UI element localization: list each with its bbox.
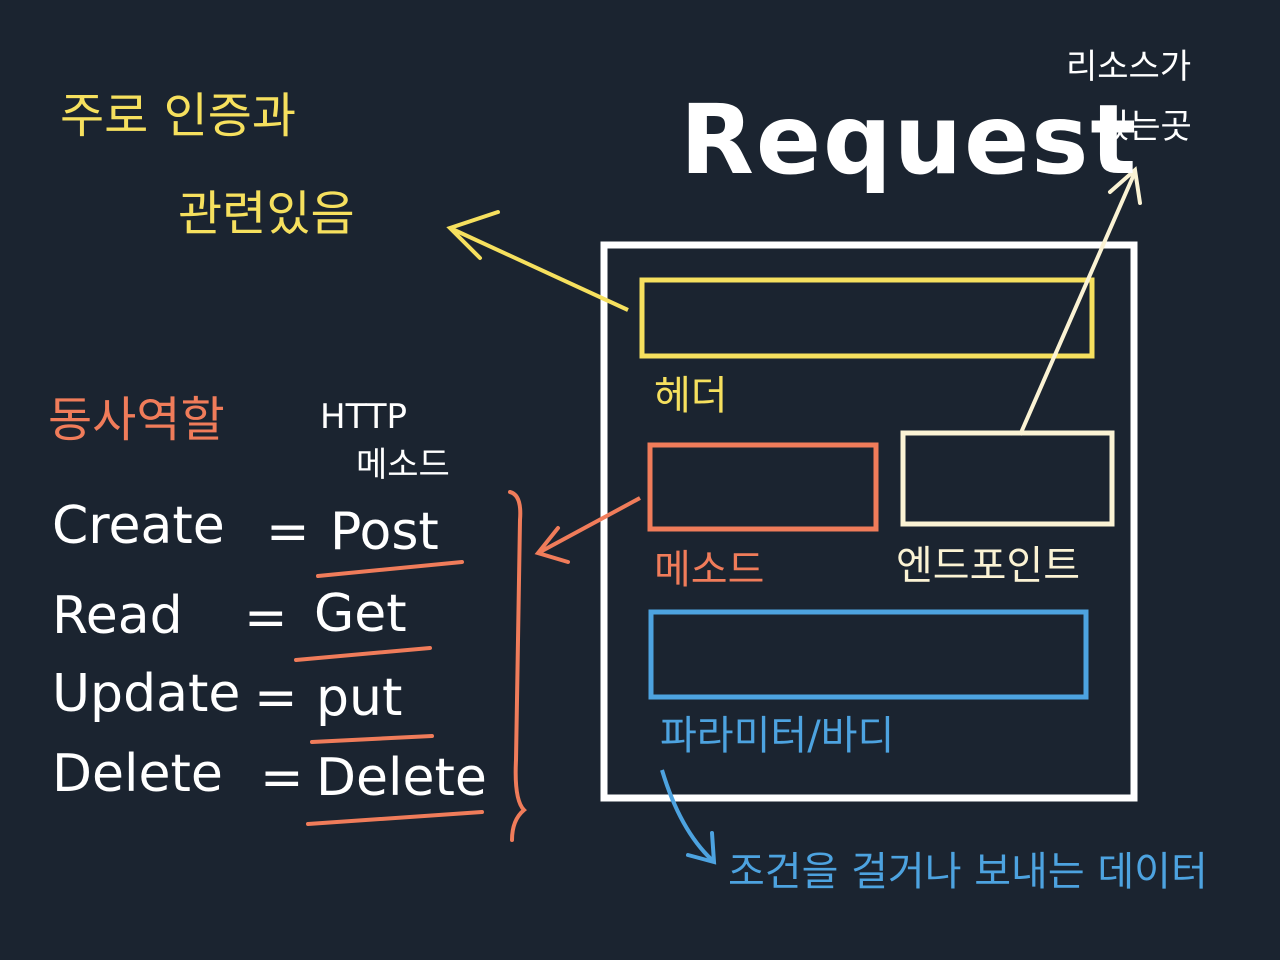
endpoint-arrow-head bbox=[1108, 166, 1142, 205]
underline-get bbox=[294, 646, 432, 662]
crud-op-update: Update bbox=[52, 664, 241, 724]
equals-update: = bbox=[254, 668, 298, 728]
auth-note-line2: 관련있음 bbox=[178, 186, 355, 242]
params-arrow-head bbox=[686, 831, 717, 865]
header-box bbox=[639, 277, 1095, 359]
endpoint-box bbox=[900, 430, 1115, 527]
request-title: Request bbox=[680, 84, 1139, 196]
method-box bbox=[647, 442, 879, 532]
method-arrow bbox=[539, 496, 641, 554]
header-label: 헤더 bbox=[654, 373, 728, 419]
http-method-label: 메소드 bbox=[356, 445, 450, 485]
params-body-box bbox=[648, 609, 1089, 700]
method-arrow-head bbox=[534, 526, 570, 564]
resource-note-line1: 리소스가 bbox=[1066, 47, 1192, 87]
equals-delete: = bbox=[260, 748, 304, 808]
crud-op-delete: Delete bbox=[52, 744, 223, 804]
endpoint-arrow bbox=[1018, 171, 1137, 436]
crud-op-create: Create bbox=[52, 496, 225, 556]
method-label: 메소드 bbox=[654, 547, 765, 593]
http-label: HTTP bbox=[320, 397, 408, 437]
crud-method-put: put bbox=[316, 668, 403, 728]
endpoint-label: 엔드포인트 bbox=[896, 543, 1080, 589]
method-bracket bbox=[508, 490, 527, 842]
crud-method-post: Post bbox=[330, 502, 439, 562]
verb-role-label: 동사역할 bbox=[48, 392, 225, 448]
request-box bbox=[600, 241, 1138, 802]
params-body-label: 파라미터/바디 bbox=[660, 713, 895, 759]
crud-method-delete: Delete bbox=[316, 748, 487, 808]
underline-delete bbox=[306, 810, 484, 826]
params-arrow bbox=[660, 769, 714, 862]
underline-post bbox=[316, 560, 464, 578]
crud-op-read: Read bbox=[52, 586, 183, 646]
crud-method-get: Get bbox=[314, 584, 407, 644]
underline-put bbox=[310, 734, 434, 744]
header-arrow-head bbox=[446, 210, 500, 260]
auth-note-line1: 주로 인증과 bbox=[60, 88, 297, 144]
equals-create: = bbox=[266, 502, 310, 562]
condition-data-note: 조건을 걸거나 보내는 데이터 bbox=[728, 849, 1208, 895]
resource-note-line2: 있는곳 bbox=[1098, 107, 1192, 147]
equals-read: = bbox=[244, 588, 288, 648]
header-arrow bbox=[449, 226, 629, 312]
